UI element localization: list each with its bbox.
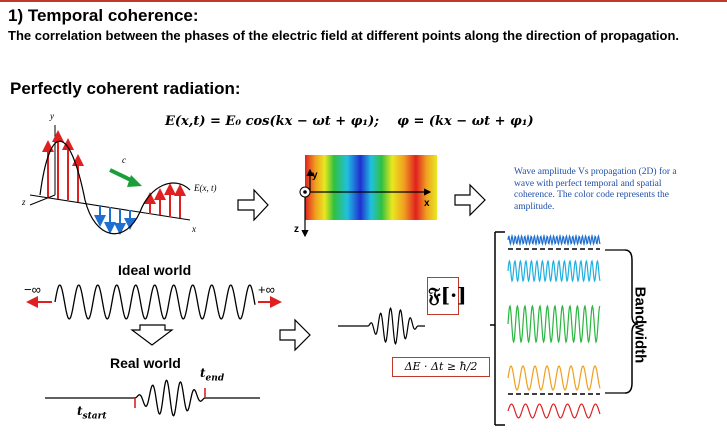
fourier-transform-box: 𝔉[·] bbox=[427, 277, 467, 315]
ideal-world-label: Ideal world bbox=[118, 262, 192, 278]
subtitle: The correlation between the phases of th… bbox=[8, 28, 680, 43]
wave-equation: E(x,t) = E₀ cos(kx − ωt + φ₁); φ = (kx −… bbox=[165, 114, 534, 129]
hollow-arrow-right-2 bbox=[454, 183, 486, 217]
field-e-label: E(x, t) bbox=[193, 183, 217, 193]
axis-z-label: z bbox=[21, 197, 26, 207]
hollow-arrow-down bbox=[130, 324, 174, 346]
hollow-arrow-right-1 bbox=[237, 188, 269, 222]
negative-field-arrows bbox=[94, 205, 136, 235]
amplitude-color-map: y x z bbox=[294, 155, 437, 238]
t-start-label: t_starttstart bbox=[77, 404, 107, 422]
map-z-label: z bbox=[294, 224, 299, 235]
hollow-arrow-right-3 bbox=[279, 318, 311, 352]
spectrum-decomposition bbox=[490, 231, 639, 426]
section-heading: Perfectly coherent radiation: bbox=[10, 79, 241, 98]
spectrum-cyan-wave bbox=[507, 259, 601, 283]
real-world-wave bbox=[45, 379, 260, 417]
spectrum-orange-wave bbox=[507, 365, 601, 391]
real-wave-packet bbox=[134, 379, 206, 417]
map-x-label: x bbox=[424, 198, 430, 209]
spectrum-green-wave bbox=[507, 304, 601, 344]
t-end-label: t_endtend bbox=[200, 366, 225, 384]
plus-infinity-label: +∞ bbox=[258, 282, 275, 297]
ideal-world-wave: −∞ +∞ bbox=[24, 282, 282, 320]
speed-c-label: c bbox=[122, 155, 126, 165]
map-y-label: y bbox=[312, 170, 318, 181]
bandwidth-label: Bandwidth bbox=[631, 286, 649, 364]
origin-dot-center bbox=[303, 190, 307, 194]
bandwidth-brace bbox=[624, 249, 639, 394]
propagation-arrowhead bbox=[127, 175, 142, 187]
fourier-input-packet bbox=[338, 306, 425, 346]
top-accent-line bbox=[0, 0, 727, 2]
positive-field-arrows bbox=[42, 130, 186, 218]
map-caption: Wave amplitude Vs propagation (2D) for a… bbox=[514, 167, 677, 212]
page-title: 1) Temporal coherence: bbox=[8, 6, 199, 25]
wave-curve bbox=[39, 140, 191, 235]
spectrum-blue-wave bbox=[507, 233, 601, 247]
wave-3d-diagram: y z x c E(x, t) bbox=[21, 111, 217, 235]
ideal-sine-wave bbox=[54, 284, 256, 320]
axis-x-label: x bbox=[191, 224, 196, 234]
minus-infinity-label: −∞ bbox=[24, 282, 41, 297]
color-map-rect bbox=[305, 155, 437, 220]
z-axis-line bbox=[29, 194, 56, 206]
uncertainty-relation-box: ΔE · Δt ≥ ħ/2 bbox=[392, 357, 490, 377]
real-world-label: Real world bbox=[110, 355, 181, 371]
axis-y-label: y bbox=[49, 111, 54, 121]
spectrum-red-wave bbox=[507, 403, 601, 419]
